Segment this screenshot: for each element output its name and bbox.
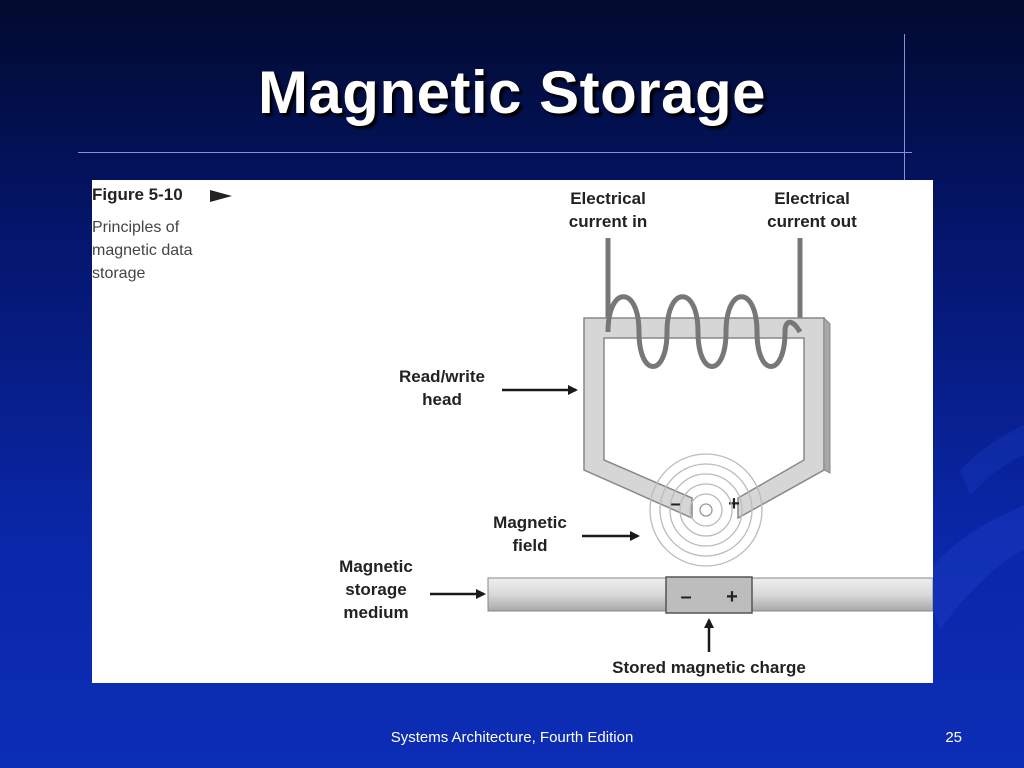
magnetic-field-rings: [649, 453, 763, 567]
stored-charge-region: [665, 576, 753, 614]
label-magnetic-field-line-1: Magnetic: [493, 513, 567, 532]
vertical-accent-line: [904, 34, 905, 180]
figure-number: Figure 5-10: [92, 185, 183, 204]
coil-winding: [605, 294, 803, 369]
figure-caption-line-2: magnetic data: [92, 242, 193, 259]
slide-title: Magnetic Storage: [257, 59, 767, 126]
figure-panel: Figure 5-10 Principles of magnetic data …: [92, 180, 933, 683]
label-storage-medium-line-3: medium: [343, 603, 408, 622]
head-plus-sign: +: [728, 493, 740, 515]
label-stored-charge: Stored magnetic charge: [612, 658, 806, 677]
label-storage-medium-line-2: storage: [345, 580, 406, 599]
read-write-head: [583, 317, 825, 520]
label-current-in-line-1: Electrical: [570, 189, 646, 208]
label-read-write-head-line-2: head: [422, 390, 462, 409]
label-magnetic-field-line-2: field: [513, 536, 548, 555]
figure-pointer-icon: [210, 190, 232, 202]
label-current-in-line-2: current in: [569, 212, 647, 231]
background-swoosh: [920, 425, 1024, 630]
title-divider-line: [78, 152, 912, 153]
figure-caption-line-3: storage: [92, 265, 145, 282]
label-current-out-line-1: Electrical: [774, 189, 850, 208]
figure-caption-line-1: Principles of: [92, 219, 180, 236]
label-read-write-head-line-1: Read/write: [399, 367, 485, 386]
magnetic-storage-diagram: Figure 5-10 Principles of magnetic data …: [92, 185, 933, 677]
label-current-out-line-2: current out: [767, 212, 857, 231]
medium-plus-sign: +: [726, 586, 738, 608]
page-number: 25: [945, 729, 962, 746]
head-minus-sign: –: [670, 493, 681, 515]
footer-book-title: Systems Architecture, Fourth Edition: [390, 729, 634, 746]
medium-minus-sign: –: [680, 586, 691, 608]
label-storage-medium-line-1: Magnetic: [339, 557, 413, 576]
